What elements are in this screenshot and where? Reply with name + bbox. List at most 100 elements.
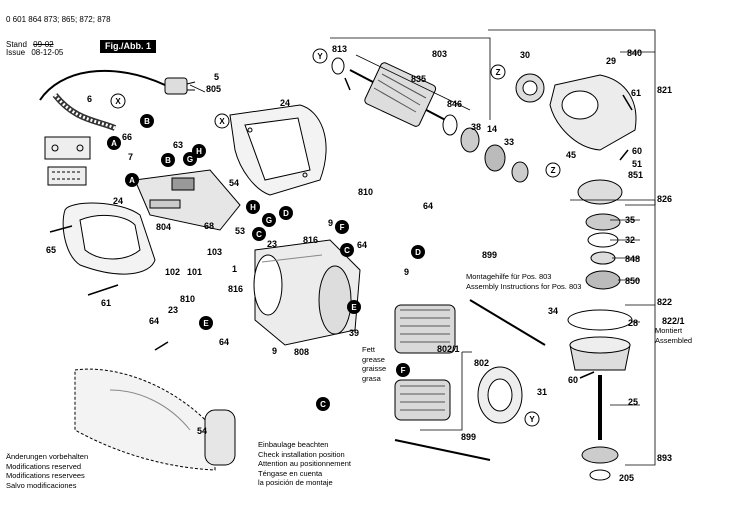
- note-line: Modifications reserved: [6, 461, 82, 471]
- part-number: 805: [206, 84, 221, 94]
- part-number: 840: [627, 48, 642, 58]
- connector-markers: A A B B C C C D: [107, 48, 561, 427]
- connector-x: X: [110, 93, 126, 109]
- grease-note: Fett grease graisse grasa: [362, 345, 386, 383]
- assembly-instructions-note: Montagehilfe für Pos. 803 Assembly Instr…: [466, 272, 581, 291]
- note-line: Attention au positionnement: [258, 459, 351, 468]
- part-number: 39: [349, 328, 359, 338]
- part-number: 850: [625, 276, 640, 286]
- part-number: 1: [232, 264, 237, 274]
- part-number: 54: [197, 426, 207, 436]
- part-number: 38: [471, 122, 481, 132]
- connector-x: X: [214, 113, 230, 129]
- bearings-upper: [442, 114, 529, 183]
- part-number: 54: [229, 178, 239, 188]
- gear-head-housing: [515, 73, 637, 151]
- part-number: 893: [657, 453, 672, 463]
- stand-row: Stand 09-02: [6, 40, 54, 50]
- connector-d: D: [279, 206, 293, 220]
- svg-text:C: C: [256, 230, 262, 239]
- installation-position-note: Einbaulage beachten Check installation p…: [258, 440, 351, 488]
- connector-e: E: [199, 316, 213, 330]
- connector-e: E: [347, 300, 361, 314]
- svg-text:X: X: [115, 97, 121, 106]
- connector-y: Y: [524, 411, 540, 427]
- power-cord: [39, 69, 196, 131]
- part-number: 25: [628, 397, 638, 407]
- part-number: 102: [165, 267, 180, 277]
- part-number: 51: [632, 159, 642, 169]
- connector-y: Y: [312, 48, 328, 64]
- part-number: 7: [128, 152, 133, 162]
- note-line: Modifications reservees: [6, 471, 85, 480]
- cable-ties: [394, 299, 546, 461]
- part-number: 5: [214, 72, 219, 82]
- connector-z: Z: [545, 162, 561, 178]
- svg-text:E: E: [351, 303, 357, 312]
- part-number: 32: [625, 235, 635, 245]
- svg-text:H: H: [196, 147, 202, 156]
- connector-g: G: [262, 213, 276, 227]
- svg-text:A: A: [129, 176, 135, 185]
- note-line: Assembled: [655, 335, 693, 345]
- note-line: Salvo modificaciones: [6, 480, 77, 490]
- note-line: grease: [362, 354, 385, 364]
- handle-half-left: [62, 202, 156, 275]
- stand-label: Stand: [6, 40, 27, 49]
- part-number: 64: [357, 240, 367, 250]
- part-number: 810: [180, 294, 195, 304]
- part-number: 826: [657, 194, 672, 204]
- issue-label: Issue: [6, 48, 26, 57]
- part-number: 9: [272, 346, 277, 356]
- part-number: 851: [628, 170, 643, 180]
- connector-f: F: [335, 220, 349, 234]
- leader-lines: [189, 29, 656, 466]
- part-number: 101: [187, 267, 202, 277]
- note-line: Montagehilfe für Pos. 803: [466, 272, 552, 281]
- note-line: Änderungen vorbehalten: [6, 452, 89, 461]
- part-number: 64: [149, 316, 159, 326]
- connector-c: C: [340, 243, 354, 257]
- motor-housing: [253, 239, 361, 346]
- part-number: 835: [411, 74, 426, 84]
- part-number: 23: [168, 305, 178, 315]
- note-line: grasa: [362, 373, 381, 383]
- part-number: 34: [548, 306, 558, 316]
- connector-d: D: [411, 245, 425, 259]
- part-number: 60: [568, 375, 578, 385]
- part-number: 821: [657, 85, 672, 95]
- svg-text:B: B: [144, 117, 150, 126]
- part-number: 64: [423, 201, 433, 211]
- part-number: 66: [122, 132, 132, 142]
- part-number: 24: [113, 196, 123, 206]
- connector-a: A: [125, 173, 139, 187]
- svg-text:F: F: [401, 366, 406, 375]
- part-number: 60: [632, 146, 642, 156]
- stand-value: 09-02: [33, 40, 54, 49]
- svg-text:A: A: [111, 139, 117, 148]
- figure-label: Fig./Abb. 1: [100, 40, 156, 53]
- part-number: 846: [447, 99, 462, 109]
- part-number: 33: [504, 137, 514, 147]
- part-number: 64: [219, 337, 229, 347]
- part-number: 61: [101, 298, 111, 308]
- part-number: 804: [156, 222, 171, 232]
- part-number: 899: [461, 432, 476, 442]
- part-number: 810: [358, 187, 373, 197]
- svg-text:C: C: [320, 400, 326, 409]
- mounted-note: Montiert Assembled: [655, 326, 692, 345]
- connector-c: C: [316, 397, 330, 411]
- note-line: Fett: [362, 345, 375, 354]
- part-number-labels: 1 5 6 7 9 9 9 14 23 23 24 24 25 28 29 30…: [46, 44, 685, 483]
- part-number: 63: [173, 140, 183, 150]
- installation-inset: [74, 368, 236, 471]
- part-number: 802: [474, 358, 489, 368]
- connector-h: H: [246, 200, 260, 214]
- part-number: 816: [303, 235, 318, 245]
- svg-text:Z: Z: [551, 166, 556, 175]
- part-number: 31: [537, 387, 547, 397]
- note-line: Check installation position: [258, 449, 345, 459]
- modifications-note: Änderungen vorbehalten Modifications res…: [6, 452, 88, 490]
- svg-text:B: B: [165, 156, 171, 165]
